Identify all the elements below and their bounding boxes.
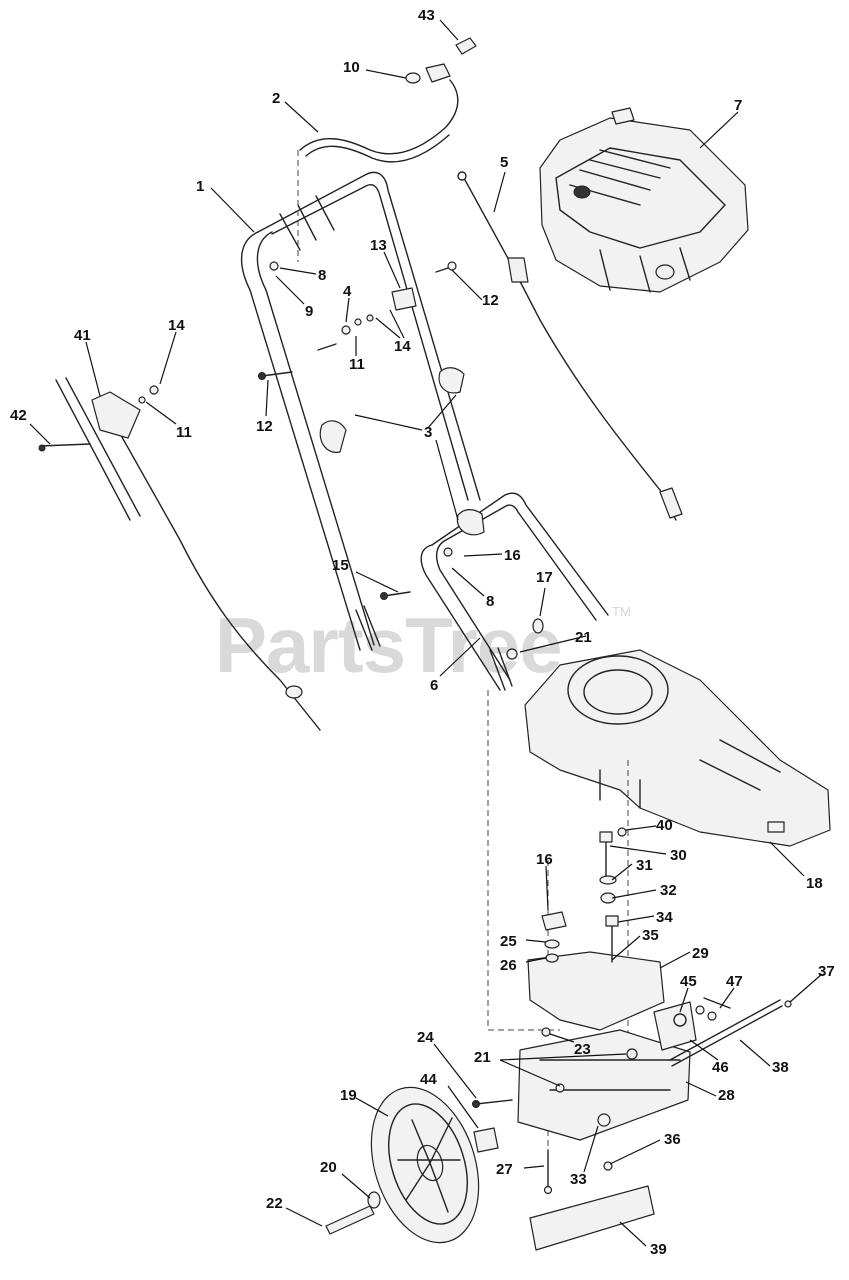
callout-6: 6 [430, 677, 438, 694]
callout-15: 15 [332, 557, 349, 574]
callout-33: 33 [570, 1171, 587, 1188]
callout-28: 28 [718, 1087, 735, 1104]
callout-34: 34 [656, 909, 673, 926]
deck-flap [529, 1185, 655, 1251]
callout-8a: 8 [318, 267, 326, 284]
callout-13: 13 [370, 237, 387, 254]
wheel-bracket [517, 951, 697, 1141]
drive-cable [38, 377, 321, 731]
callout-4: 4 [343, 283, 352, 300]
callout-20: 20 [320, 1159, 337, 1176]
callout-14a: 14 [168, 317, 185, 334]
callout-30: 30 [670, 847, 687, 864]
callout-39: 39 [650, 1241, 667, 1258]
callout-47: 47 [726, 973, 743, 990]
callout-9: 9 [305, 303, 313, 320]
callout-29: 29 [692, 945, 709, 962]
callout-16b: 16 [536, 851, 553, 868]
callout-12a: 12 [482, 292, 499, 309]
callout-16a: 16 [504, 547, 521, 564]
callout-11a: 11 [349, 356, 365, 373]
callout-21b: 21 [474, 1049, 491, 1066]
callout-22: 22 [266, 1195, 283, 1212]
bracket-fasteners [695, 997, 731, 1021]
callout-45: 45 [680, 973, 697, 990]
axle-rod [669, 999, 792, 1067]
callout-44: 44 [420, 1071, 437, 1088]
watermark: PartsTree TM [215, 601, 631, 689]
callout-23: 23 [574, 1041, 591, 1058]
callout-35: 35 [642, 927, 659, 944]
fasteners-handle [138, 261, 544, 660]
callout-24: 24 [417, 1029, 434, 1046]
upper-handle [240, 171, 481, 651]
callout-labels: 1 2 3 4 5 6 7 8 8 9 10 11 11 12 12 13 14… [10, 7, 835, 1258]
callout-38: 38 [772, 1059, 789, 1076]
callout-11b: 11 [176, 424, 192, 441]
watermark-trademark: TM [612, 604, 631, 619]
wheel-fasteners [325, 1099, 513, 1235]
callout-42: 42 [10, 407, 27, 424]
callout-32: 32 [660, 882, 677, 899]
engine [539, 107, 749, 293]
callout-21a: 21 [575, 629, 592, 646]
throttle-cable [457, 171, 683, 521]
callout-41: 41 [74, 327, 91, 344]
callout-31: 31 [636, 857, 653, 874]
callout-26: 26 [500, 957, 517, 974]
callout-27: 27 [496, 1161, 513, 1178]
callout-2: 2 [272, 90, 280, 107]
callout-12b: 12 [256, 418, 273, 435]
callout-37: 37 [818, 963, 835, 980]
handle-clips [319, 367, 485, 536]
callout-3: 3 [424, 424, 432, 441]
callout-8b: 8 [486, 593, 494, 610]
callout-10: 10 [343, 59, 360, 76]
callout-5: 5 [500, 154, 508, 171]
callout-43: 43 [418, 7, 435, 24]
callout-19: 19 [340, 1087, 357, 1104]
chassis-fasteners [541, 1027, 613, 1195]
lower-handle [355, 492, 609, 691]
callout-36: 36 [664, 1131, 681, 1148]
callout-1: 1 [196, 178, 204, 195]
callout-40: 40 [656, 817, 673, 834]
bail-control [299, 37, 477, 163]
callout-18: 18 [806, 875, 823, 892]
callout-25: 25 [500, 933, 517, 950]
callout-7: 7 [734, 97, 742, 114]
deck-fasteners [541, 827, 627, 963]
callout-14b: 14 [394, 338, 411, 355]
watermark-text: PartsTree [215, 601, 562, 689]
leader-lines [29, 19, 823, 1247]
wheel [370, 1086, 480, 1244]
deck [524, 649, 831, 847]
callout-46: 46 [712, 1059, 729, 1076]
callout-17: 17 [536, 569, 553, 586]
